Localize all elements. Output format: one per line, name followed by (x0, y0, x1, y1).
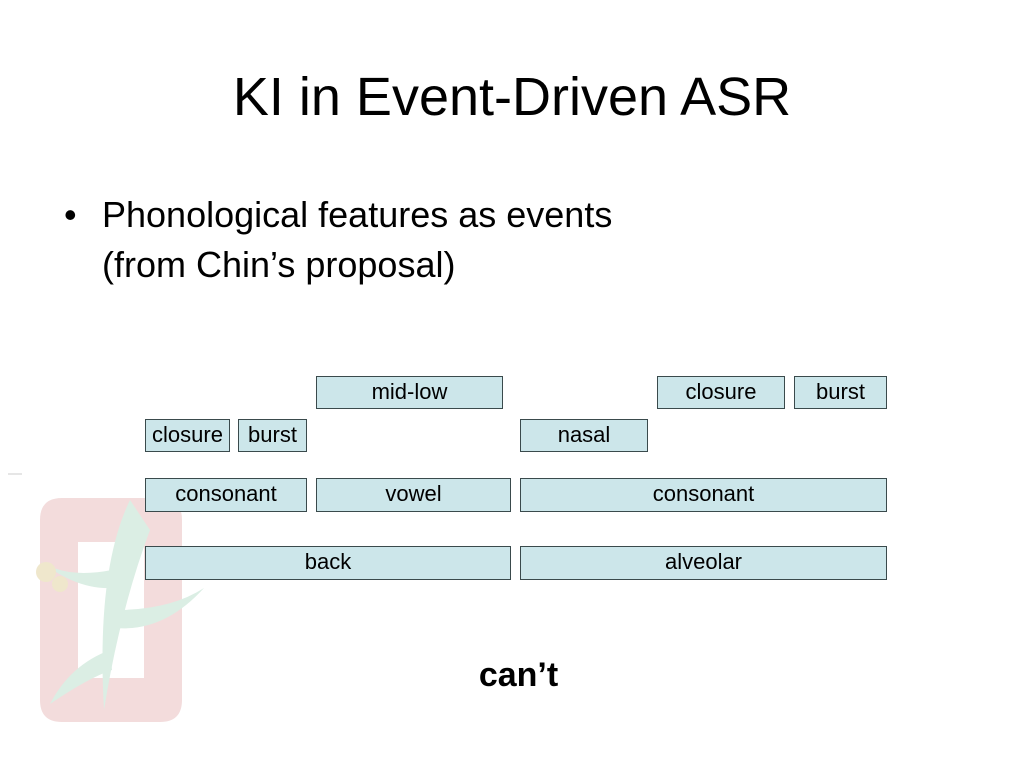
feature-box-consonant-final: consonant (520, 478, 887, 512)
bullet-line-1: Phonological features as events (102, 194, 613, 235)
feature-box-consonant-initial: consonant (145, 478, 307, 512)
slide-title: KI in Event-Driven ASR (232, 67, 792, 127)
feature-box-closure-lower: closure (145, 419, 230, 452)
feature-box-mid-low: mid-low (316, 376, 503, 409)
bullet-line-2: (from Chin’s proposal) (102, 244, 456, 285)
bullet-text: Phonological features as events (from Ch… (102, 190, 822, 290)
word-label: can’t (478, 656, 559, 694)
feature-box-burst-lower: burst (238, 419, 307, 452)
feature-box-back: back (145, 546, 511, 580)
feature-box-closure-upper: closure (657, 376, 785, 409)
feature-box-nasal: nasal (520, 419, 648, 452)
feature-box-burst-upper: burst (794, 376, 887, 409)
feature-box-alveolar: alveolar (520, 546, 887, 580)
bullet-symbol: • (64, 194, 77, 235)
feature-box-vowel: vowel (316, 478, 511, 512)
